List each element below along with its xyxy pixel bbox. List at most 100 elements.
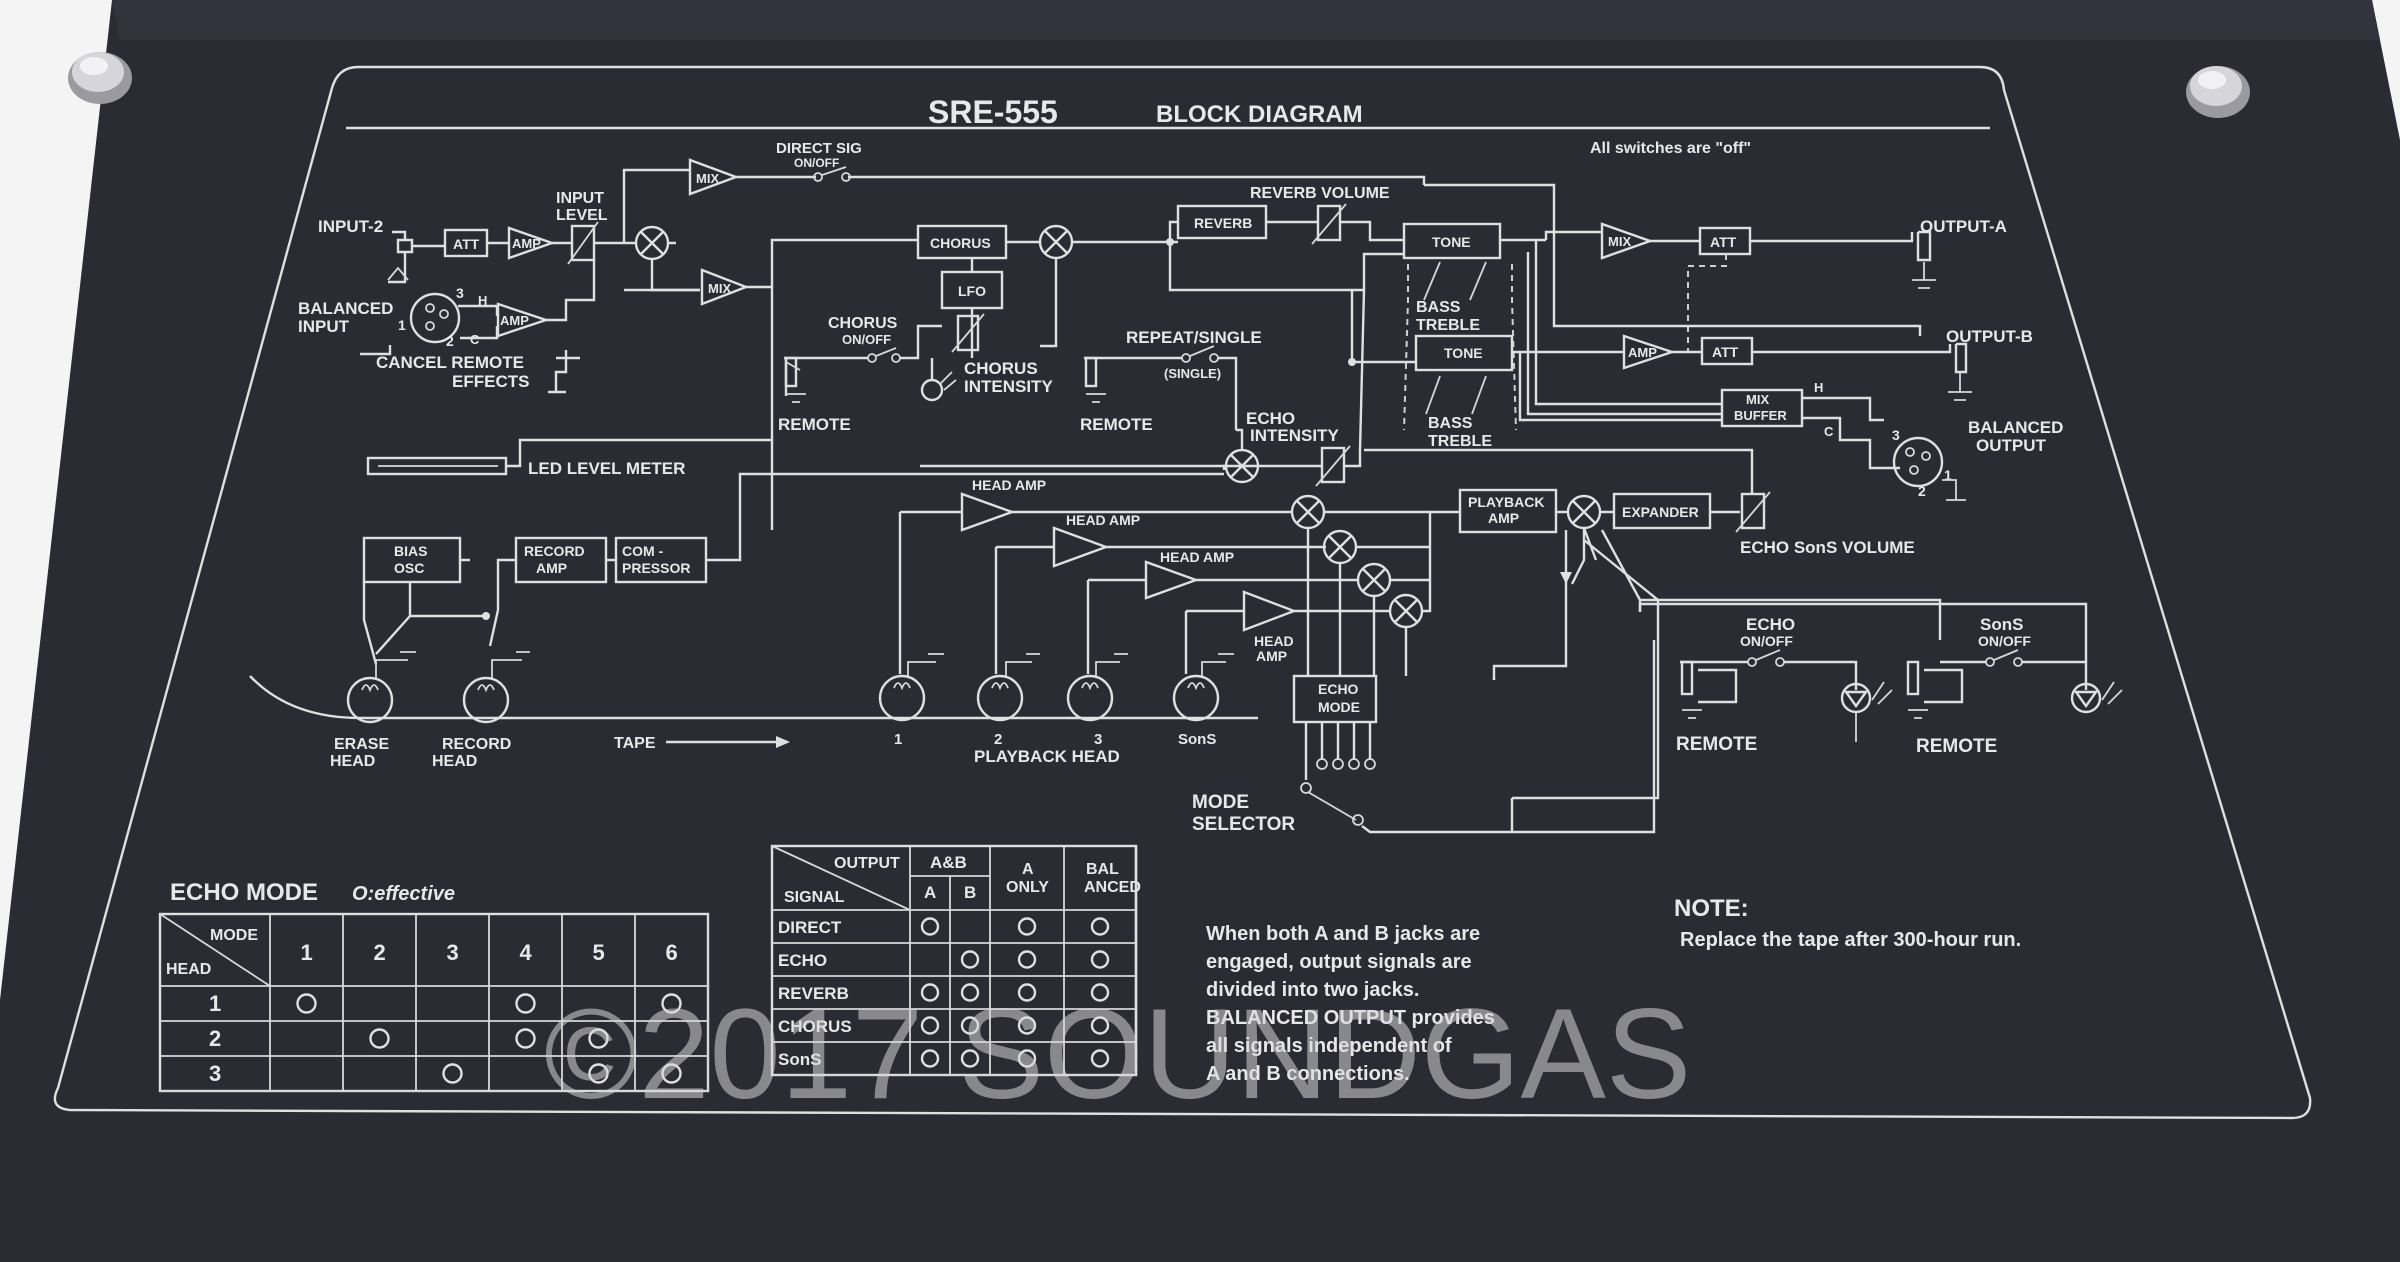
echo-table-corner-mode: MODE: [210, 927, 258, 944]
label-mix-main: MIX: [708, 281, 731, 296]
output-table-mark-sons-2: [1017, 1049, 1037, 1068]
label-output-b: OUTPUT-B: [1946, 327, 2033, 346]
svg-text:2: 2: [446, 333, 454, 349]
label-lfo: LFO: [958, 283, 986, 299]
description-line-5: all signals independent of: [1206, 1035, 1452, 1057]
label-single: (SINGLE): [1164, 366, 1221, 381]
svg-text:C: C: [470, 332, 480, 347]
label-chorus-switch: CHORUS: [828, 315, 898, 332]
label-balanced-output-2: OUTPUT: [1976, 436, 2047, 455]
label-head-number-1: 1: [894, 731, 902, 748]
reverb-tone-section: REVERB VOLUME REVERB TONE BASS TREBLE TO…: [1166, 185, 1598, 450]
echo-table-mark-h3-m3: [442, 1063, 463, 1084]
description-line-3: divided into two jacks.: [1206, 979, 1419, 1001]
switches-note: All switches are "off": [1590, 140, 1751, 157]
echo-table-mark-h3-m5: [588, 1063, 609, 1084]
label-erase-head-1: ERASE: [334, 736, 389, 753]
output-table-col-a-only-1: A: [1022, 861, 1034, 878]
svg-text:2: 2: [1918, 483, 1926, 499]
label-treble-b: TREBLE: [1428, 433, 1492, 450]
output-table-mark-direct-3: [1090, 917, 1110, 936]
label-treble-a: TREBLE: [1416, 317, 1480, 334]
output-table-mark-reverb-3: [1090, 983, 1110, 1002]
watermark: ©2017 SOUNDGAS: [544, 983, 1691, 1126]
output-table-col-a: A: [924, 883, 936, 902]
echo-table-mark-h1-m6: [661, 993, 682, 1014]
echo-table-head-1: 1: [209, 991, 221, 1016]
label-direct-sig: DIRECT SIG: [776, 140, 862, 157]
chorus-section: CHORUS LFO CHORUS ON/OFF REMOTE CHORUS I…: [778, 224, 1262, 434]
output-table-corner-signal: SIGNAL: [784, 889, 845, 906]
output-table-mark-direct-2: [1017, 917, 1037, 936]
label-mix-direct: MIX: [696, 171, 719, 186]
label-mode-selector-1: MODE: [1192, 792, 1249, 813]
head-amp-section: HEAD AMP HEAD AMP HEAD AMP HEAD AMP PLAY…: [898, 477, 1942, 800]
label-bias-osc-2: OSC: [394, 560, 424, 576]
output-table-col-bal-1: BAL: [1086, 861, 1119, 878]
label-echo-intensity-2: INTENSITY: [1250, 426, 1339, 445]
output-table-col-bal-2: ANCED: [1084, 879, 1141, 896]
label-echo-sos-volume: ECHO SonS VOLUME: [1740, 538, 1915, 557]
label-input2: INPUT-2: [318, 217, 383, 236]
label-echo-mode-block-1: ECHO: [1318, 681, 1359, 697]
echo-table-mark-h1-m4: [515, 993, 536, 1014]
label-record-head-1: RECORD: [442, 736, 511, 753]
output-table-mark-reverb-0: [920, 983, 940, 1002]
label-sos-onoff-1: SonS: [1980, 615, 2023, 634]
label-remote-sos: REMOTE: [1916, 736, 1997, 757]
echo-table-mark-h3-m6: [661, 1063, 682, 1084]
label-amp-input2: AMP: [512, 236, 541, 251]
model-title: SRE-555: [928, 94, 1058, 130]
label-compressor-2: PRESSOR: [622, 560, 690, 576]
label-playback-head: PLAYBACK HEAD: [974, 747, 1120, 766]
description-line-2: engaged, output signals are: [1206, 951, 1472, 973]
label-repeat-single: REPEAT/SINGLE: [1126, 328, 1262, 347]
thumb-screw-left: [68, 52, 132, 104]
note-text: Replace the tape after 300-hour run.: [1680, 929, 2021, 951]
label-amp-out-b: AMP: [1628, 345, 1657, 360]
label-effects: EFFECTS: [452, 372, 529, 391]
output-table-row-chorus: CHORUS: [778, 1017, 852, 1036]
description-line-4: BALANCED OUTPUT provides: [1206, 1007, 1495, 1029]
output-table-mark-reverb-2: [1017, 983, 1037, 1002]
panel-border: [53, 65, 2312, 1120]
svg-text:3: 3: [1892, 427, 1900, 443]
label-cancel-remote: CANCEL REMOTE: [376, 353, 524, 372]
output-table-mark-chorus-0: [920, 1016, 940, 1035]
label-head-amp-4-1: HEAD: [1254, 633, 1294, 649]
label-head-amp-1: HEAD AMP: [972, 477, 1046, 493]
label-playback-amp-1: PLAYBACK: [1468, 494, 1545, 510]
output-section: MIX ATT OUTPUT-A AMP ATT OUTPUT-B MIX BU…: [1424, 183, 2063, 501]
label-bias-osc-1: BIAS: [394, 543, 427, 559]
output-table-row-direct: DIRECT: [778, 918, 842, 937]
svg-text:1: 1: [398, 317, 406, 333]
output-table-mark-sons-1: [960, 1049, 980, 1068]
label-input-level-1: INPUT: [556, 190, 604, 207]
description-line-1: When both A and B jacks are: [1206, 923, 1480, 945]
note-block: NOTE: Replace the tape after 300-hour ru…: [1674, 895, 2021, 951]
echo-table-mode-5: 5: [593, 940, 605, 965]
label-head-amp-4-2: AMP: [1256, 648, 1287, 664]
label-echo-onoff-1: ECHO: [1746, 615, 1795, 634]
echo-table-mark-h2-m5: [588, 1028, 609, 1049]
output-table-mark-echo-1: [960, 950, 980, 969]
label-output-a: OUTPUT-A: [1920, 217, 2007, 236]
output-table-col-a-only-2: ONLY: [1006, 879, 1049, 896]
label-mix-out-a: MIX: [1608, 234, 1631, 249]
output-table-group-ab: A&B: [930, 853, 967, 872]
label-balanced-input-1: BALANCED: [298, 299, 393, 318]
label-chorus-intensity: CHORUS: [964, 359, 1038, 378]
label-head-number-3: 3: [1094, 731, 1102, 748]
label-chorus-intensity-2: INTENSITY: [964, 377, 1053, 396]
label-balanced-input-2: INPUT: [298, 317, 350, 336]
output-table-mark-chorus-1: [960, 1016, 980, 1035]
label-att-out-a: ATT: [1710, 234, 1737, 250]
label-chorus-block: CHORUS: [930, 235, 991, 251]
description-line-6: A and B connections.: [1206, 1063, 1410, 1085]
echo-table-mode-1: 1: [301, 940, 313, 965]
echo-table-corner-head: HEAD: [166, 961, 211, 978]
label-input-level-2: LEVEL: [556, 207, 608, 224]
